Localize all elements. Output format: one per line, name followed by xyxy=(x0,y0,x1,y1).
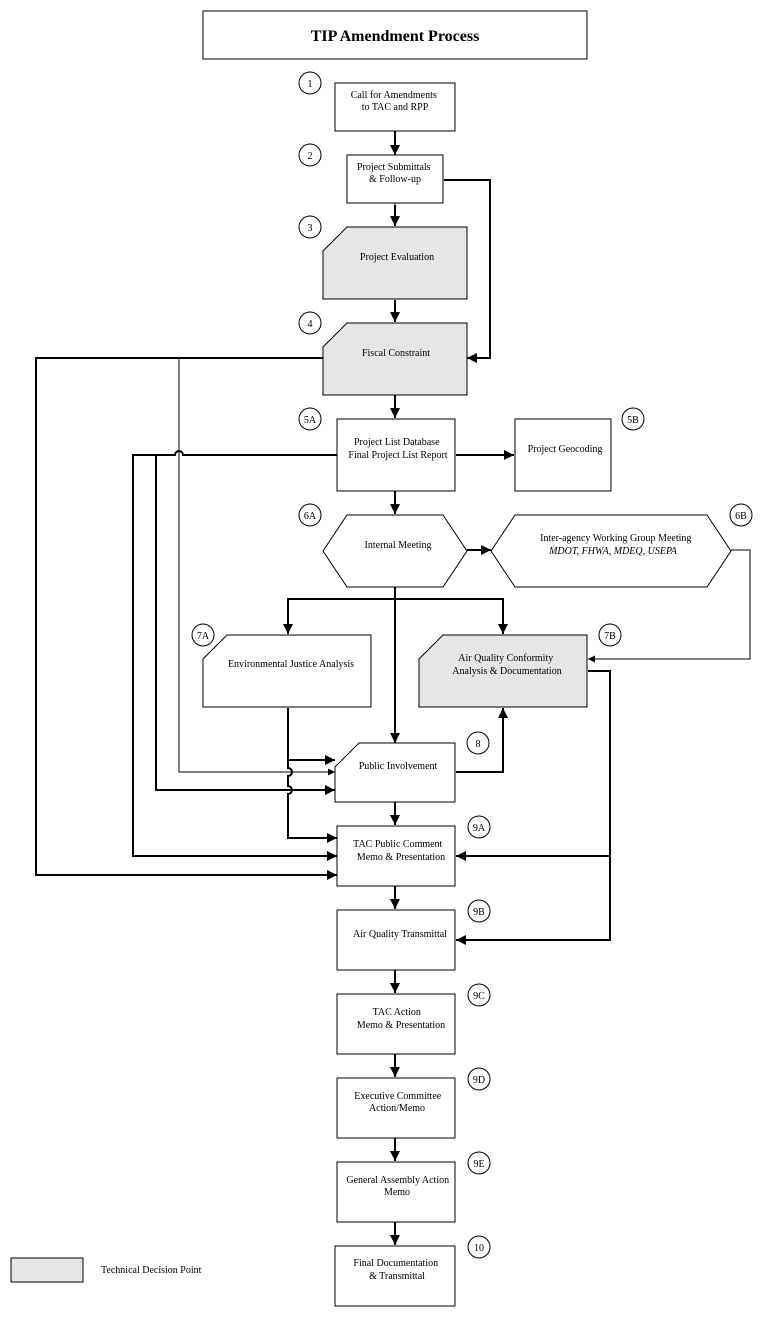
step-9a-tac-public-comment: TAC Public Comment Memo & Presentation xyxy=(336,825,456,887)
svg-text:Project Submittals & Fol: Project Submittals & Follow-up xyxy=(357,162,433,185)
step-7b-air-quality-conformity: Air Quality Conformity Analysis & Docume… xyxy=(418,634,588,708)
svg-text:2: 2 xyxy=(308,151,313,162)
step-10-final-documentation: Final Documentation & Transmittal xyxy=(334,1245,456,1307)
step-number-8: 8 xyxy=(466,731,490,755)
svg-text:9A: 9A xyxy=(473,823,486,834)
step-number-3: 3 xyxy=(298,215,322,239)
step-1-call-for-amendments: Call for Amendments to TAC and RPP xyxy=(334,82,456,132)
svg-text:3: 3 xyxy=(308,223,313,234)
step-6b-interagency-meeting: Inter-agency Working Group Meeting MDOT,… xyxy=(490,514,732,588)
step-7a-environmental-justice: Environmental Justice Analysis xyxy=(202,634,372,708)
step-number-6a: 6A xyxy=(298,503,322,527)
svg-text:Fiscal Constraint: Fiscal Constraint xyxy=(362,348,430,359)
step-number-9d: 9D xyxy=(467,1067,491,1091)
legend: Technical Decision Point xyxy=(10,1257,202,1283)
step-number-9c: 9C xyxy=(467,983,491,1007)
svg-text:Final Documentation & Tr: Final Documentation & Transmittal xyxy=(353,1258,440,1282)
svg-text:9B: 9B xyxy=(473,907,485,918)
step-number-6b: 6B xyxy=(729,503,753,527)
legend-label: Technical Decision Point xyxy=(101,1265,202,1276)
svg-text:Project List Database Fi: Project List Database Final Project List… xyxy=(348,437,447,461)
step-number-5a: 5A xyxy=(298,407,322,431)
step-5a-project-list-database: Project List Database Final Project List… xyxy=(336,418,456,492)
svg-text:TAC Public Comment Memo: TAC Public Comment Memo & Presentation xyxy=(353,839,445,863)
step-4-fiscal-constraint: Fiscal Constraint xyxy=(322,322,468,396)
svg-text:TAC Action Memo & Presen: TAC Action Memo & Presentation xyxy=(357,1007,445,1031)
svg-text:6B: 6B xyxy=(735,511,747,522)
connectors xyxy=(35,131,751,1245)
step-number-9b: 9B xyxy=(467,899,491,923)
svg-text:1: 1 xyxy=(308,79,313,90)
step-numbers: 1 2 3 4 5A 5B 6A 6B 7A 7B 8 9A 9B 9C 9D … xyxy=(191,71,753,1259)
step-number-7a: 7A xyxy=(191,623,215,647)
svg-text:6A: 6A xyxy=(304,511,317,522)
step-9e-general-assembly: General Assembly Action Memo xyxy=(336,1161,456,1223)
svg-text:10: 10 xyxy=(474,1243,484,1254)
svg-text:7A: 7A xyxy=(197,631,210,642)
svg-text:5B: 5B xyxy=(627,415,639,426)
step-number-10: 10 xyxy=(467,1235,491,1259)
step-number-5b: 5B xyxy=(621,407,645,431)
svg-text:General Assembly Action: General Assembly Action Memo xyxy=(346,1175,451,1198)
legend-swatch xyxy=(10,1257,84,1283)
title-box: TIP Amendment Process xyxy=(202,10,588,60)
step-number-2: 2 xyxy=(298,143,322,167)
step-number-4: 4 xyxy=(298,311,322,335)
svg-text:5A: 5A xyxy=(304,415,317,426)
svg-text:4: 4 xyxy=(308,319,313,330)
step-number-7b: 7B xyxy=(598,623,622,647)
step-number-9a: 9A xyxy=(467,815,491,839)
svg-text:Public Involvement: Public Involvement xyxy=(359,761,438,772)
step-3-project-evaluation: Project Evaluation xyxy=(322,226,468,300)
step-8-public-involvement: Public Involvement xyxy=(334,742,456,803)
svg-text:Air Quality Conformity A: Air Quality Conformity Analysis & Docume… xyxy=(452,653,561,677)
svg-text:9E: 9E xyxy=(473,1159,484,1170)
svg-text:Executive Committee Acti: Executive Committee Action/Memo xyxy=(354,1091,443,1114)
step-9d-executive-committee: Executive Committee Action/Memo xyxy=(336,1077,456,1139)
svg-text:9D: 9D xyxy=(473,1075,485,1086)
svg-text:Project Evaluation: Project Evaluation xyxy=(360,252,434,263)
svg-text:8: 8 xyxy=(476,739,481,750)
page-title: TIP Amendment Process xyxy=(311,28,480,45)
step-2-project-submittals: Project Submittals & Follow-up xyxy=(346,154,444,204)
svg-text:Internal Meeting: Internal Meeting xyxy=(365,540,432,551)
svg-text:Inter-agency Working Group Mee: Inter-agency Working Group Meeting MDOT,… xyxy=(540,533,694,557)
svg-text:Air Quality Transmittal: Air Quality Transmittal xyxy=(353,929,447,940)
svg-text:Call for Amendments to T: Call for Amendments to TAC and RPP xyxy=(351,90,440,113)
svg-text:Environmental Justice Analysis: Environmental Justice Analysis xyxy=(228,659,354,670)
step-9b-air-quality-transmittal: Air Quality Transmittal xyxy=(336,909,456,971)
step-5b-project-geocoding: Project Geocoding xyxy=(514,418,612,492)
svg-text:Project Geocoding: Project Geocoding xyxy=(528,444,603,455)
step-number-9e: 9E xyxy=(467,1151,491,1175)
svg-text:7B: 7B xyxy=(604,631,616,642)
step-9c-tac-action: TAC Action Memo & Presentation xyxy=(336,993,456,1055)
step-6a-internal-meeting: Internal Meeting xyxy=(322,514,468,588)
svg-text:9C: 9C xyxy=(473,991,485,1002)
step-number-1: 1 xyxy=(298,71,322,95)
